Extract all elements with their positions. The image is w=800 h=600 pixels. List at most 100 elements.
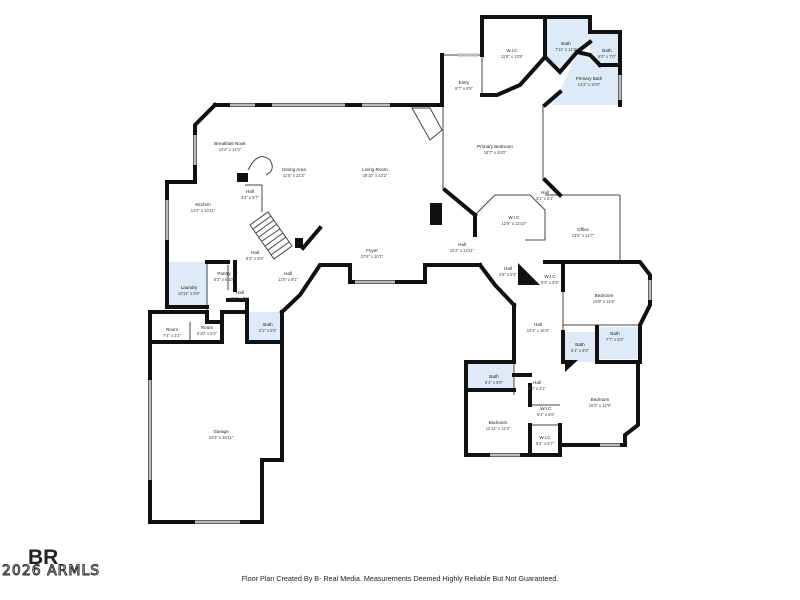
room-dims: 27'8" x 10'1" [361,254,384,259]
wic-wall [528,423,562,457]
room-dims: 25'10" x 22'2" [363,173,388,178]
entry-wall [410,53,444,107]
room-name: Dining Area [282,167,306,172]
east-hall-corner [518,263,540,285]
bath-wall [542,89,563,108]
room-dims: 7'11" x 11'3" [555,47,577,52]
foyer-wall [279,263,352,315]
room-name: Laundry [181,285,198,290]
hall-wall [464,303,532,457]
bath-wall [574,49,603,68]
brand-logo: BR [28,546,58,567]
room-name: W.I.C [544,274,556,279]
stair-tread [261,228,281,242]
fireplace [430,203,442,225]
room-name: W.I.C [539,435,551,440]
wing-bath-center-fill [563,332,597,362]
staircase [247,107,443,260]
kitchen-counter [237,173,248,182]
room-dims: 8'4" x 5'0" [485,380,503,385]
room-name: Bath [610,331,620,336]
room-dims: 7'7" x 6'0" [606,337,624,342]
room-name: W.I.C [508,215,520,220]
room-dims: 13'5" x 12'7" [572,233,595,238]
room-name: Garage [213,429,229,434]
room-dims: 4'4" x 5'7" [241,195,259,200]
room-name: W.I.C [540,406,552,411]
stair-tread [255,219,275,234]
hall-wall [226,298,249,314]
room-dims: 5'3" x 4'9" [541,280,559,285]
room-dims: 18'7" x 20'0" [484,150,507,155]
primary-suite-wall [480,15,547,59]
room-name: Room [166,327,178,332]
room-name: Bath [489,374,499,379]
room-dims: 7'4" x 3'2" [163,333,181,338]
wing-corner [565,360,578,372]
room-dims: 6'0" x 7'0" [598,54,616,59]
column-wall [300,225,323,251]
room-name: Hall [541,190,549,195]
room-name: Hall [458,242,466,247]
room-name: Breakfast Nook [214,141,246,146]
room-name: Bath [263,322,273,327]
room-name: Primary Bath [576,76,603,81]
room-name: Hall [534,322,542,327]
room-dims: 14'0" x 13'11" [191,208,216,213]
footer-note: Floor Plan Created By B- Real Media. Mea… [241,574,559,583]
room-dims: 6'2" x 6'10" [214,277,235,282]
room-name: Bath [575,342,585,347]
room-dims: 12'2" x 14'4" [219,147,242,152]
garage-bath-fill [247,312,282,342]
room-dims: 10'4" x 16'4" [527,328,550,333]
room-dims: 9'7" x 9'5" [455,86,473,91]
room-dims: 16'0" x 14'9" [589,403,612,408]
room-dims: 11'5" x 22'3" [283,173,306,178]
room-name: Room [201,325,213,330]
room-dims: 3'1" x 5'1" [536,196,554,201]
stair-outline [249,211,293,260]
bath-top-fill [545,17,590,72]
room-name: W.I.C [506,48,518,53]
room-dims: 5'10" x 5'4" [197,331,218,336]
brand-logo-text: BR [28,546,58,567]
room-name: Hall [284,271,292,276]
room-name: Bath [602,48,612,53]
room-dims: 12'9" x 12'10" [502,221,527,226]
bath-small-fill [590,32,620,65]
room-dims: 6'1" x 5'6" [259,328,277,333]
room-name: Bedroom [489,420,508,425]
room-dims: 5'4" x 6'5" [537,412,555,417]
room-dims: 12'11" x 12'4" [486,426,511,431]
kitchen-wall [165,180,197,264]
wic-mid-partition [474,194,546,241]
laundry-wall [165,260,209,309]
room-name: Foyer [366,248,378,253]
room-dims: 10'2" x 13'11" [450,248,475,253]
room-dims: 15'8" x 11'6" [593,299,616,304]
foyer-bottom-wall [348,263,482,284]
room-name: Office [577,227,589,232]
room-name: Hall [504,266,512,271]
primary-suite-wall [543,15,622,67]
room-name: Primary Bedroom [477,144,513,149]
room-labels: W.I.C 11'8" x 13'9" Bath 7'11" x 11'3" B… [163,41,624,446]
bath-wall [542,39,593,75]
wing-bath-right-fill [597,327,639,359]
room-dims: 5'4" x 5'7" [536,441,554,446]
wing-bath-left-fill [466,363,514,390]
column [295,238,303,248]
room-dims: 11'8" x 13'9" [501,54,524,59]
room-name: Living Room [362,167,388,172]
room-dims: 6'1" x 6'0" [571,348,589,353]
stair-tread [252,215,272,230]
stair-tread [267,236,287,251]
room-name: Bath [561,41,571,46]
small-rooms-wall [148,310,224,324]
laundry-fill [167,262,207,307]
entry-steps [411,107,443,141]
stair-tread [264,232,284,247]
interior-partitions [189,54,640,426]
exterior-walls [148,15,652,524]
